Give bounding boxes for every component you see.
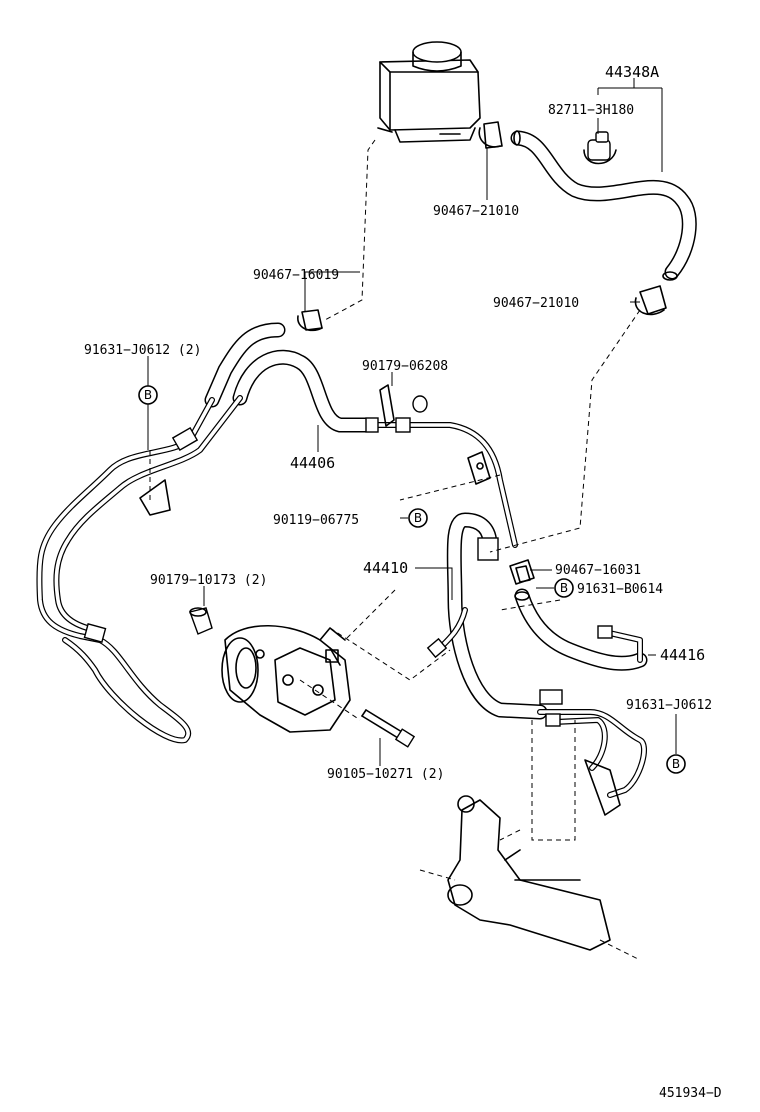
label-90467-21010-mid: 90467−21010: [493, 296, 579, 311]
clamp-90467-16031: [509, 559, 535, 585]
ref-marker-b-4: B: [666, 754, 686, 774]
label-82711-3H180: 82711−3H180: [548, 103, 634, 118]
clamp-90467-16019: [297, 309, 323, 332]
clamp-82711-3H180: [583, 131, 617, 165]
ref-marker-b-3: B: [554, 578, 574, 598]
label-44348A: 44348A: [605, 63, 659, 81]
label-90467-21010-top: 90467−21010: [433, 204, 519, 219]
label-90179-06208: 90179−06208: [362, 359, 448, 374]
bracket-90179-06208: [379, 384, 428, 427]
diagram-id: 451934−D: [659, 1086, 722, 1101]
label-44406: 44406: [290, 454, 335, 472]
reference-lines: [149, 139, 641, 841]
return-hose-44416: [514, 565, 648, 671]
label-91631-J0612: 91631−J0612: [626, 698, 712, 713]
ref-marker-b-3-text: B: [560, 581, 568, 595]
pressure-hose-44410: [426, 512, 548, 720]
reservoir-outlet-hose: [204, 322, 286, 408]
leader-lines: [147, 78, 677, 766]
ref-marker-b-1: B: [138, 385, 158, 405]
pipe-bracket: [467, 451, 491, 485]
label-90105-10271-2: 90105−10271 (2): [327, 767, 444, 782]
label-90467-16031: 90467−16031: [555, 563, 641, 578]
lower-return-pipes: [537, 689, 647, 816]
cooler-pipe-loop: [36, 395, 243, 744]
label-91631-J0612-2: 91631−J0612 (2): [84, 343, 201, 358]
bushing-90179-10173: [189, 607, 213, 635]
clamp-90467-21010-mid: [634, 285, 667, 316]
pressure-hose-44406: [232, 349, 518, 548]
label-90467-16019: 90467−16019: [253, 268, 339, 283]
reservoir-tank: [377, 41, 481, 143]
label-44416: 44416: [660, 646, 705, 664]
bolt-90105-10271: [361, 709, 416, 748]
label-91631-B0614: 91631−B0614: [577, 582, 663, 597]
power-steering-pump: [221, 625, 351, 733]
ref-marker-b-4-text: B: [672, 757, 680, 771]
ref-marker-b-2-text: B: [414, 511, 422, 525]
ref-marker-b-1-text: B: [144, 388, 152, 402]
steering-gear-rack: [419, 795, 641, 961]
ref-marker-b-2: B: [408, 508, 428, 528]
label-44410: 44410: [363, 559, 408, 577]
label-90119-06775: 90119−06775: [273, 513, 359, 528]
label-90179-10173-2: 90179−10173 (2): [150, 573, 267, 588]
clamp-90467-21010-top: [478, 121, 503, 149]
return-hose-44348A: [510, 130, 697, 281]
